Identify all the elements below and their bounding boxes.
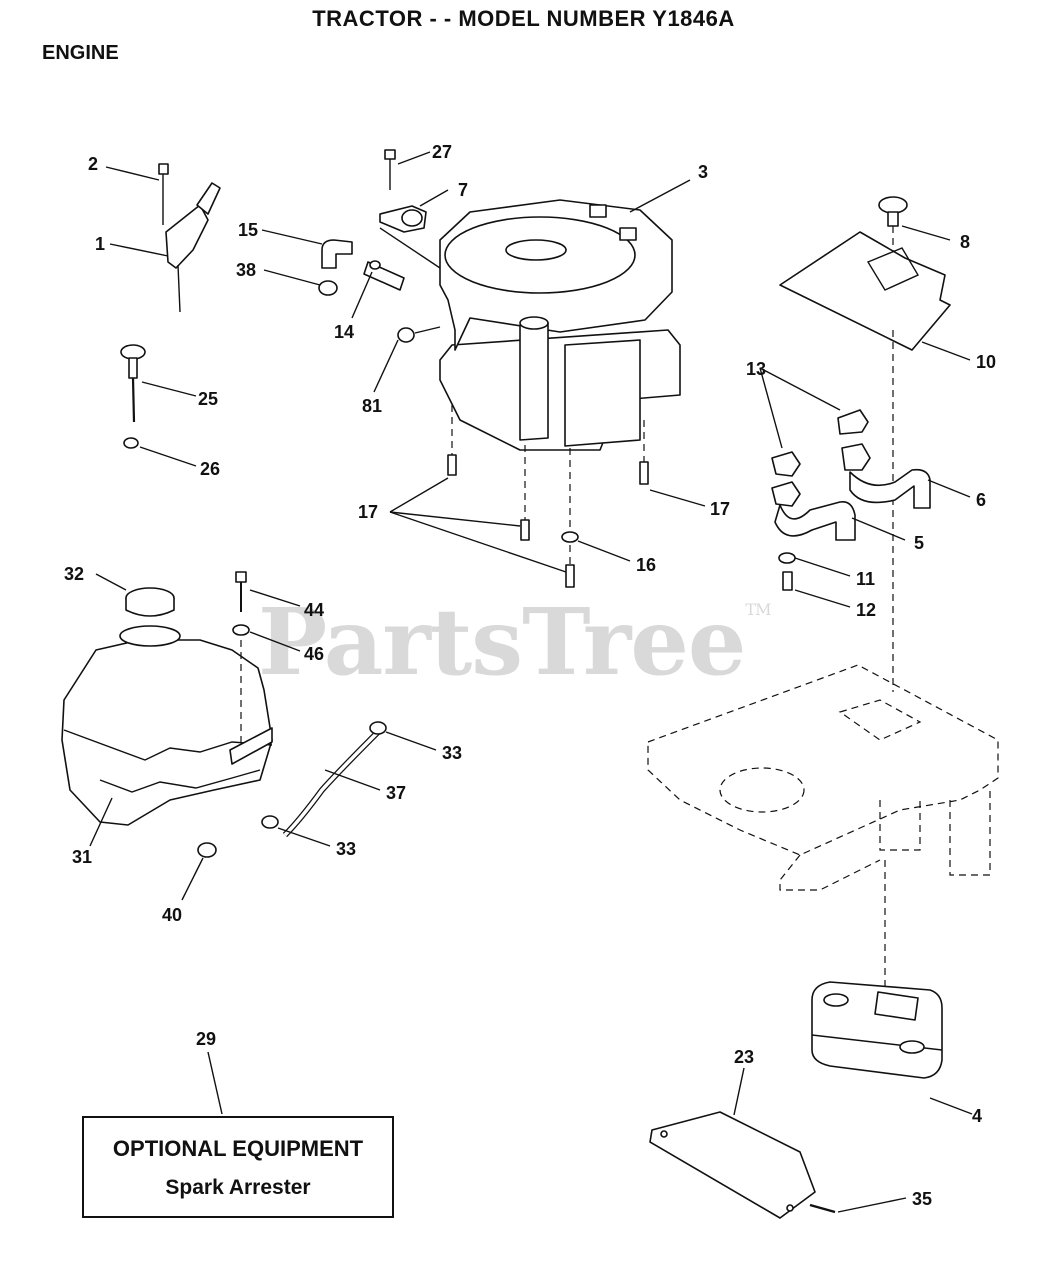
callout-31: 31 [72,847,92,867]
engine-part[interactable] [379,199,681,451]
callout-8: 8 [960,232,970,252]
watermark: PartsTreeTM [258,588,771,696]
callout-37: 37 [386,783,406,803]
callout-38: 38 [236,260,256,280]
engine-bolts-part[interactable] [447,405,649,588]
callout-25: 25 [198,389,218,409]
callout-35: 35 [912,1189,932,1209]
callout-33-top: 33 [442,743,462,763]
breather-hose-part[interactable] [318,239,405,296]
callout-44: 44 [304,600,324,620]
muffler-part[interactable] [811,981,943,1079]
callout-14: 14 [334,322,354,342]
callout-12: 12 [856,600,876,620]
callout-17-left: 17 [358,502,378,522]
callout-7: 7 [458,180,468,200]
watermark-tm: TM [745,600,771,619]
optional-equipment-item: Spark Arrester [165,1176,311,1199]
tank-hardware-part[interactable] [197,571,250,858]
callout-32: 32 [64,564,84,584]
callout-40: 40 [162,905,182,925]
callout-46: 46 [304,644,324,664]
callout-11: 11 [856,569,875,589]
watermark-text: PartsTree [258,588,746,696]
section-label: ENGINE [42,42,119,64]
page-title: TRACTOR - - MODEL NUMBER Y1846A [312,6,735,31]
callout-5: 5 [914,533,924,553]
callout-2: 2 [88,154,98,174]
callout-1: 1 [95,234,105,254]
callout-23: 23 [734,1047,754,1067]
callout-81: 81 [362,396,382,416]
choke-knob-part[interactable] [120,344,146,449]
spark-arrester-part[interactable] [649,1111,836,1219]
callout-29: 29 [196,1029,216,1049]
exhaust-pipes-part[interactable] [759,367,931,541]
chassis-frame [647,664,999,990]
optional-equipment-box: OPTIONAL EQUIPMENT Spark Arrester [82,1116,394,1218]
fuel-tank-part[interactable] [61,587,273,826]
callout-4: 4 [972,1106,982,1126]
heat-shield-part[interactable] [779,196,951,692]
callout-numbers: 2 1 27 7 3 8 15 38 14 81 10 13 25 26 6 1… [64,142,996,1209]
callout-17-right: 17 [710,499,730,519]
callout-15: 15 [238,220,258,240]
optional-equipment-heading: OPTIONAL EQUIPMENT [112,1136,364,1161]
callout-33-bottom: 33 [336,839,356,859]
callout-13: 13 [746,359,766,379]
callout-10: 10 [976,352,996,372]
exhaust-bolt-part[interactable] [778,552,796,591]
callout-16: 16 [636,555,656,575]
throttle-control-part[interactable] [158,163,221,313]
callout-3: 3 [698,162,708,182]
callout-26: 26 [200,459,220,479]
leader-lines [89,151,973,1213]
callout-6: 6 [976,490,986,510]
fuel-line-part[interactable] [261,721,387,838]
clamp-part[interactable] [379,149,427,233]
callout-27: 27 [432,142,452,162]
